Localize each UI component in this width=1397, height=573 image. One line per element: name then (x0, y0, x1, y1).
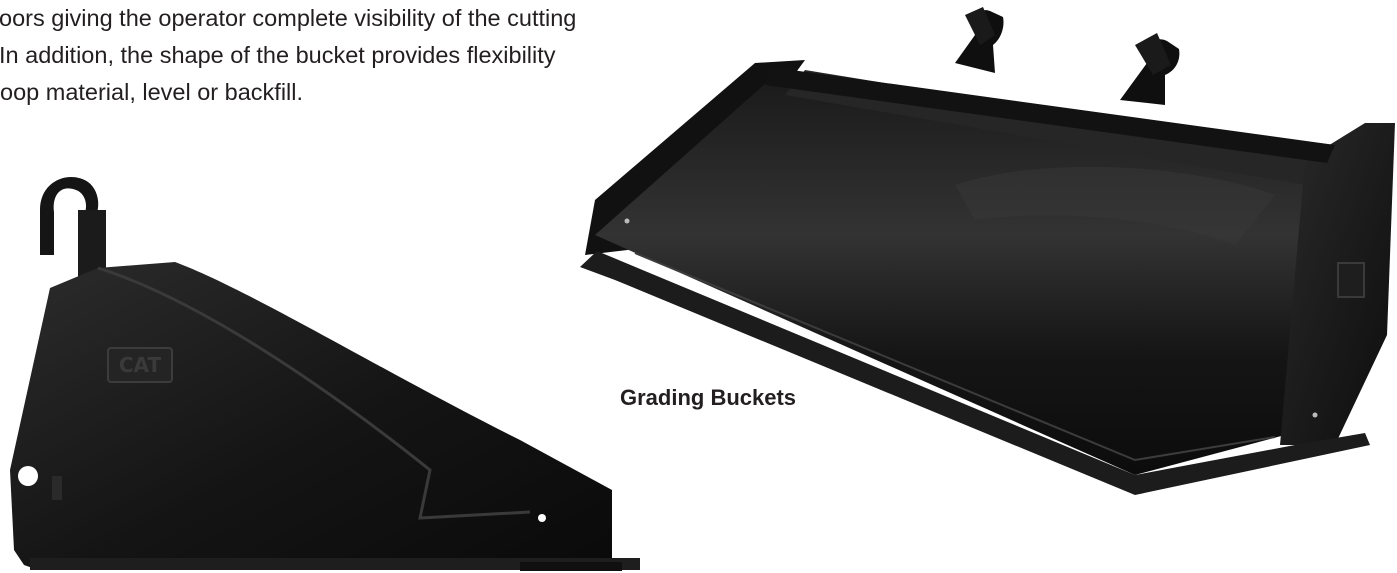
body-text: oors giving the operator complete visibi… (0, 0, 760, 111)
figure-caption: Grading Buckets (620, 385, 797, 410)
bucket-side-view-image: CAT (0, 170, 650, 573)
body-text-line-3: oop material, level or backfill. (0, 79, 304, 105)
body-text-line-2: In addition, the shape of the bucket pro… (0, 42, 556, 68)
side-logo: CAT (119, 353, 162, 377)
body-text-line-1: oors giving the operator complete visibi… (0, 5, 577, 31)
bucket-front-view-image (575, 5, 1397, 500)
